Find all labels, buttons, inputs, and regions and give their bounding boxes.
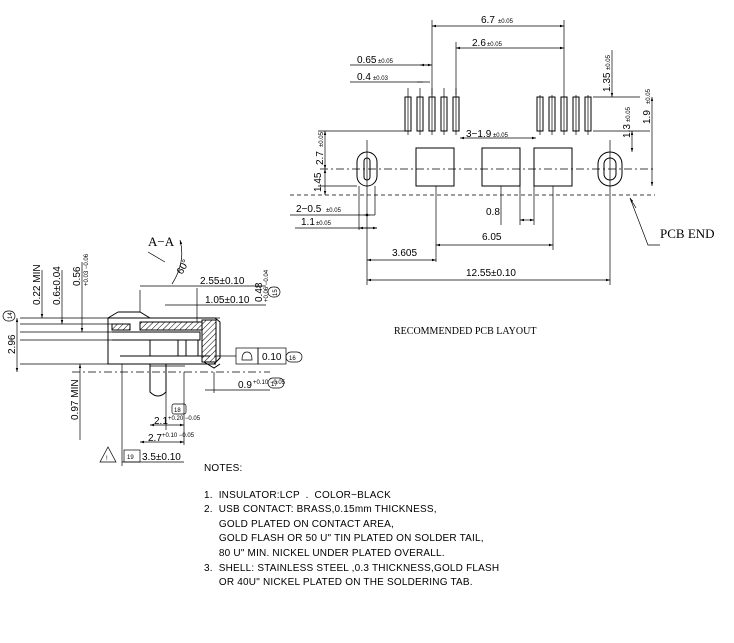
dim-1-05: 1.05±0.10 bbox=[205, 295, 250, 306]
dim-1-1: 1.1 bbox=[301, 217, 315, 228]
callout-16: 16 bbox=[289, 356, 296, 362]
dim-0-9: 0.9 bbox=[238, 380, 252, 391]
signal-pads bbox=[404, 88, 592, 135]
dim-1-35: 1.35 bbox=[602, 72, 613, 92]
tol-3-1-9: ±0.05 bbox=[493, 133, 509, 139]
callout-18: 18 bbox=[174, 408, 181, 414]
tol-1-1: ±0.05 bbox=[316, 221, 332, 227]
note-line: 1. INSULATOR:LCP . COLOR−BLACK bbox=[204, 489, 391, 501]
note-line: OR 40U" NICKEL PLATED ON THE SOLDERING T… bbox=[204, 577, 473, 589]
tol-0-56: +0.03 −0.06 bbox=[84, 253, 90, 286]
dim-2-6: 2.6 bbox=[472, 38, 486, 49]
note-line: 80 U" MIN. NICKEL UNDER PLATED OVERALL. bbox=[204, 547, 445, 559]
dim-0-8: 0.8 bbox=[486, 207, 500, 218]
dim-6-05: 6.05 bbox=[482, 232, 502, 243]
square-pads bbox=[415, 147, 573, 187]
dim-1-45: 1.45 bbox=[313, 172, 324, 192]
notes-block: NOTES: 1. INSULATOR:LCP . COLOR−BLACK 2.… bbox=[204, 462, 504, 591]
tol-0-65: ±0.05 bbox=[378, 59, 394, 65]
dim-0-6: 0.6±0.04 bbox=[52, 266, 63, 305]
tol-2-1: +0.20 −0.05 bbox=[168, 416, 201, 422]
section-view: A−A 60° 0.22 MIN bbox=[2, 234, 303, 466]
tol-2-0-5: ±0.05 bbox=[326, 208, 342, 214]
tol-2-6: ±0.05 bbox=[487, 42, 503, 48]
tol-1-3: ±0.05 bbox=[626, 106, 632, 122]
note-line: 3. SHELL: STAINLESS STEEL ,0.3 THICKNESS… bbox=[204, 562, 500, 574]
dim-2-96: 2.96 bbox=[7, 334, 18, 354]
dim-0-22: 0.22 MIN bbox=[32, 264, 43, 305]
tol-0-4: ±0.03 bbox=[373, 76, 389, 82]
pcb-layout-caption: RECOMMENDED PCB LAYOUT bbox=[394, 326, 536, 337]
dim-3-5: 3.5±0.10 bbox=[142, 452, 181, 463]
dim-2-7: 2.7 bbox=[315, 151, 326, 165]
dim-2-55: 2.55±0.10 bbox=[200, 276, 245, 287]
dim-0-10: 0.10 bbox=[262, 352, 282, 363]
section-label: A−A bbox=[148, 234, 175, 249]
tol-1-9: ±0.05 bbox=[646, 88, 652, 104]
callout-17: 17 bbox=[271, 382, 278, 388]
tol-0-9: +0.10 −0.05 bbox=[253, 380, 286, 386]
dim-0-48: 0.48 bbox=[254, 282, 265, 302]
notes-heading: NOTES: bbox=[204, 463, 243, 474]
callout-19: 19 bbox=[127, 455, 134, 461]
callout-15: 15 bbox=[273, 289, 279, 296]
dim-12-55: 12.55±0.10 bbox=[466, 268, 516, 279]
dim-0-56: 0.56 bbox=[72, 266, 83, 286]
dim-2-0-5: 2−0.5 bbox=[296, 204, 322, 215]
note-line: 2. USB CONTACT: BRASS,0.15mm THICKNESS, bbox=[204, 504, 437, 516]
pcb-layout-view: 6.7 ±0.05 2.6 ±0.05 0.65 ±0.05 0.4 ±0.03… bbox=[290, 15, 715, 337]
tol-1-35: ±0.05 bbox=[606, 54, 612, 70]
callout-14: 14 bbox=[8, 312, 14, 319]
note-line: GOLD FLASH OR 50 U" TIN PLATED ON SOLDER… bbox=[204, 533, 484, 545]
dim-3-1-9: 3−1.9 bbox=[466, 129, 492, 140]
dim-0-97: 0.97 MIN bbox=[70, 379, 81, 420]
tol-2-7: ±0.05 bbox=[319, 131, 325, 147]
warning-mark: ! bbox=[106, 456, 108, 462]
dim-2-1: 2.1 bbox=[154, 416, 168, 427]
dim-0-65: 0.65 bbox=[357, 55, 377, 66]
dim-6-7: 6.7 bbox=[481, 15, 495, 26]
tol-0-48: +0.06 −0.04 bbox=[264, 269, 270, 302]
connector-body bbox=[107, 311, 221, 397]
dim-1-9: 1.9 bbox=[642, 110, 653, 124]
pcb-end-label: PCB END bbox=[660, 226, 715, 241]
warning-icon bbox=[99, 446, 117, 463]
tol-2-7-section: +0.10 −0.05 bbox=[162, 433, 195, 439]
dim-2-7-section: 2.7 bbox=[148, 433, 162, 444]
dim-0-4: 0.4 bbox=[357, 72, 371, 83]
dim-1-3: 1.3 bbox=[622, 124, 633, 138]
note-line: GOLD PLATED ON CONTACT AREA, bbox=[204, 518, 394, 530]
tol-6-7: ±0.05 bbox=[498, 19, 514, 25]
dim-3-605: 3.605 bbox=[392, 248, 417, 259]
